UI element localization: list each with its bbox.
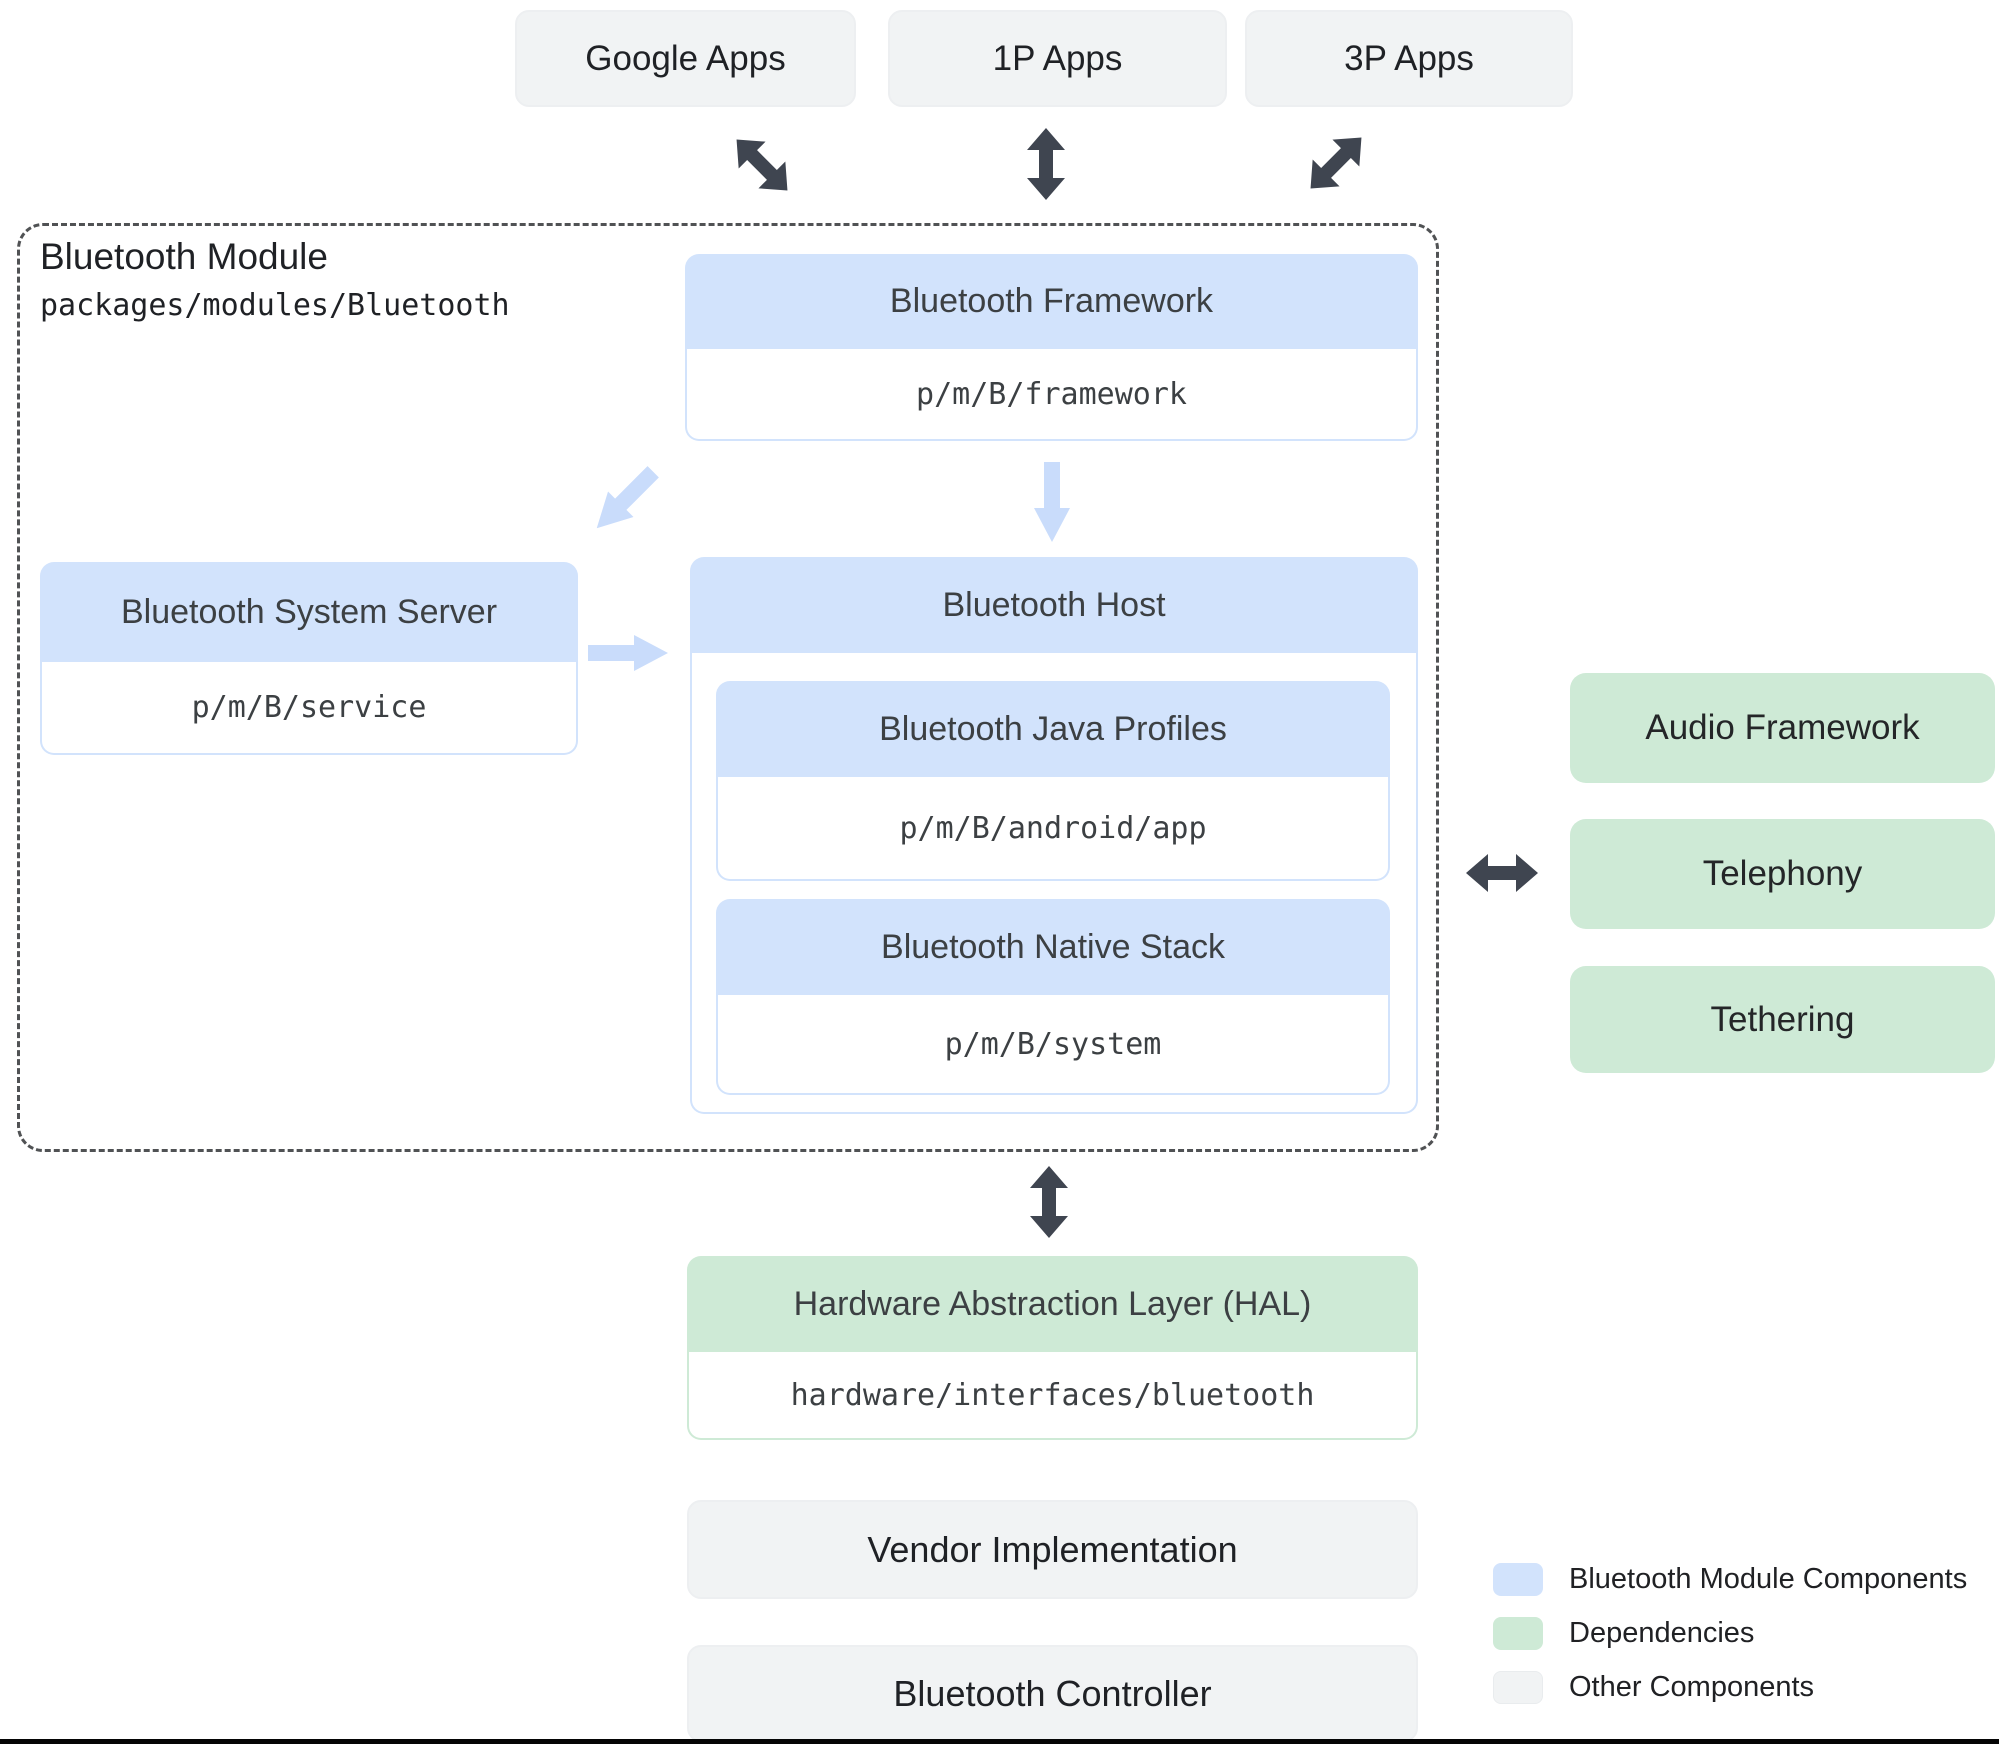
bluetooth-system-server-box: Bluetooth System Server p/m/B/service (40, 562, 578, 755)
bluetooth-module-title: Bluetooth Module (40, 236, 328, 277)
bluetooth-framework-box: Bluetooth Framework p/m/B/framework (685, 254, 1418, 441)
bluetooth-host-box: Bluetooth Host Bluetooth Java Profiles p… (690, 557, 1418, 1114)
bluetooth-module-container (17, 223, 1439, 1152)
legend-row-module-components: Bluetooth Module Components (1493, 1563, 1967, 1596)
tethering-label: Tethering (1710, 999, 1855, 1039)
legend-label-module-components: Bluetooth Module Components (1569, 1563, 1968, 1595)
bluetooth-java-profiles-title: Bluetooth Java Profiles (716, 681, 1390, 777)
legend-swatch-green (1493, 1617, 1543, 1650)
bluetooth-module-path: packages/modules/Bluetooth (40, 288, 510, 323)
bluetooth-java-profiles-box: Bluetooth Java Profiles p/m/B/android/ap… (716, 681, 1390, 881)
audio-framework-label: Audio Framework (1645, 708, 1920, 747)
legend-label-other-components: Other Components (1569, 1671, 1815, 1703)
1p-apps-bidirectional-arrow-icon (1027, 128, 1065, 200)
telephony-box: Telephony (1570, 819, 1995, 929)
bluetooth-native-stack-title: Bluetooth Native Stack (716, 899, 1390, 995)
hal-box: Hardware Abstraction Layer (HAL) hardwar… (687, 1256, 1418, 1440)
google-apps-label: Google Apps (585, 38, 786, 78)
bluetooth-host-body: Bluetooth Java Profiles p/m/B/android/ap… (690, 653, 1418, 1114)
bluetooth-java-profiles-path: p/m/B/android/app (716, 777, 1390, 881)
legend-row-dependencies: Dependencies (1493, 1617, 1754, 1650)
google-apps-box: Google Apps (515, 10, 856, 107)
1p-apps-box: 1P Apps (888, 10, 1227, 107)
vendor-implementation-label: Vendor Implementation (867, 1528, 1238, 1570)
bluetooth-system-server-title: Bluetooth System Server (40, 562, 578, 662)
bluetooth-native-stack-box: Bluetooth Native Stack p/m/B/system (716, 899, 1390, 1095)
bluetooth-system-server-path: p/m/B/service (40, 662, 578, 755)
bluetooth-module-label: Bluetooth Module packages/modules/Blueto… (40, 236, 510, 323)
bluetooth-host-title: Bluetooth Host (690, 557, 1418, 653)
legend-label-dependencies: Dependencies (1569, 1617, 1755, 1649)
bluetooth-framework-title: Bluetooth Framework (685, 254, 1418, 349)
3p-apps-bidirectional-arrow-icon (1297, 124, 1375, 202)
google-apps-bidirectional-arrow-icon (723, 126, 801, 204)
3p-apps-label: 3P Apps (1344, 38, 1474, 78)
bluetooth-controller-box: Bluetooth Controller (687, 1645, 1418, 1742)
legend-swatch-blue (1493, 1563, 1543, 1596)
audio-framework-box: Audio Framework (1570, 673, 1995, 783)
telephony-label: Telephony (1702, 854, 1863, 893)
framework-to-host-arrow-icon (1034, 462, 1070, 542)
system-server-to-host-arrow-icon (588, 635, 668, 671)
bluetooth-native-stack-path: p/m/B/system (716, 995, 1390, 1095)
module-dependencies-bidirectional-arrow-icon (1466, 854, 1538, 892)
1p-apps-label: 1P Apps (992, 38, 1123, 78)
bluetooth-controller-label: Bluetooth Controller (893, 1672, 1212, 1714)
bluetooth-framework-path: p/m/B/framework (685, 349, 1418, 441)
hal-path: hardware/interfaces/bluetooth (687, 1352, 1418, 1440)
vendor-implementation-box: Vendor Implementation (687, 1500, 1418, 1599)
legend-row-other-components: Other Components (1493, 1671, 1814, 1704)
tethering-box: Tethering (1570, 966, 1995, 1073)
hal-title: Hardware Abstraction Layer (HAL) (687, 1256, 1418, 1352)
bottom-edge-line (0, 1739, 1999, 1744)
framework-to-system-server-arrow-icon (584, 459, 666, 541)
legend-swatch-gray (1493, 1671, 1543, 1704)
module-hal-bidirectional-arrow-icon (1030, 1166, 1068, 1238)
3p-apps-box: 3P Apps (1245, 10, 1573, 107)
